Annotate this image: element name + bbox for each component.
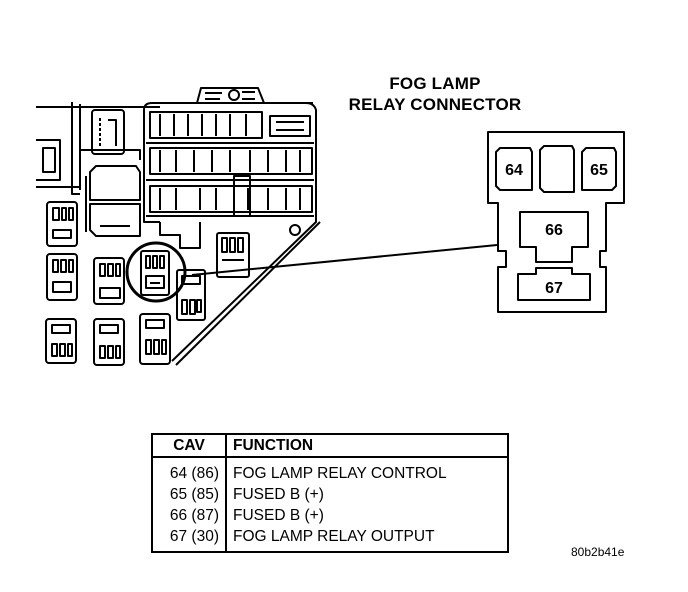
relay-r2c1 [46, 253, 78, 301]
top-connector [150, 87, 313, 104]
relay-right-of-circle [176, 269, 206, 321]
function-cell: FOG LAMP RELAY CONTROL [233, 465, 447, 482]
diagram-title-line1: FOG LAMP [389, 74, 481, 93]
cav-cell: 67 (30) [152, 526, 227, 552]
function-cell: FUSED B (+) [233, 507, 324, 524]
fog-lamp-relay-highlight [125, 241, 187, 303]
cav-cell: 66 (87) [152, 505, 227, 526]
relay-r2c2 [93, 257, 125, 305]
cavity-label-65: 65 [590, 162, 608, 179]
cavity-label-66: 66 [545, 222, 563, 239]
left-stacked-relays [85, 165, 141, 237]
relay-r1c1 [46, 201, 78, 247]
relay-r3c1 [45, 318, 77, 364]
image-code: 80b2b41e [571, 545, 625, 559]
cavity-function-table: CAV FUNCTION 64 (86) FOG LAMP RELAY CONT… [151, 433, 509, 553]
relay-r3c3 [139, 313, 171, 365]
table-header-row: CAV FUNCTION [152, 434, 508, 458]
function-cell: FOG LAMP RELAY OUTPUT [233, 528, 435, 545]
cav-cell: 64 (86) [152, 457, 227, 484]
cavity-label-64: 64 [505, 162, 523, 179]
header-function: FUNCTION [226, 434, 508, 458]
main-fuse-block [143, 102, 321, 366]
relay-upper-right [216, 232, 250, 278]
function-cell: FUSED B (+) [233, 486, 324, 503]
cav-cell: 65 (85) [152, 484, 227, 505]
table-row: 67 (30) FOG LAMP RELAY OUTPUT [152, 526, 508, 552]
connector-face [487, 131, 625, 313]
header-cav: CAV [152, 434, 227, 458]
table-row: 64 (86) FOG LAMP RELAY CONTROL [152, 457, 508, 484]
diagram-title-line2: RELAY CONNECTOR [348, 95, 522, 114]
table-row: 66 (87) FUSED B (+) [152, 505, 508, 526]
table-row: 65 (85) FUSED B (+) [152, 484, 508, 505]
left-panel-outline [36, 102, 160, 195]
leader-line [191, 244, 498, 276]
cavity-label-67: 67 [545, 280, 563, 297]
top-small-relay [91, 109, 125, 155]
relay-r3c2 [93, 318, 125, 366]
